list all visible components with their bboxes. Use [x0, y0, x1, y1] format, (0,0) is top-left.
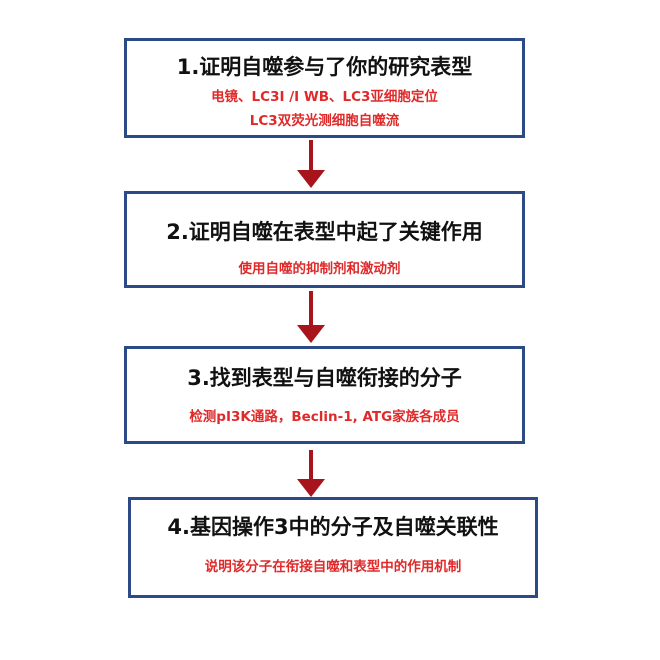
arrow-down-icon	[297, 140, 325, 188]
step-4-title: 4.基因操作3中的分子及自噬关联性	[167, 515, 499, 539]
step-1-title: 1.证明自噬参与了你的研究表型	[176, 55, 473, 79]
step-2-box: 2.证明自噬在表型中起了关键作用 使用自噬的抑制剂和激动剂	[124, 191, 525, 288]
arrow-down-icon	[297, 450, 325, 497]
arrow-down-icon	[297, 291, 325, 343]
step-1-box: 1.证明自噬参与了你的研究表型 电镜、LC3I /I WB、LC3亚细胞定位 L…	[124, 38, 525, 138]
step-3-line-1: 检测pI3K通路，Beclin-1, ATG家族各成员	[189, 409, 460, 425]
step-2-line-1: 使用自噬的抑制剂和激动剂	[238, 261, 401, 277]
step-1-line-1: 电镜、LC3I /I WB、LC3亚细胞定位	[211, 89, 438, 105]
step-4-line-1: 说明该分子在衔接自噬和表型中的作用机制	[204, 559, 462, 575]
step-4-box: 4.基因操作3中的分子及自噬关联性 说明该分子在衔接自噬和表型中的作用机制	[128, 497, 538, 598]
step-1-line-2: LC3双荧光测细胞自噬流	[249, 113, 400, 129]
step-3-title: 3.找到表型与自噬衔接的分子	[187, 366, 462, 390]
step-3-box: 3.找到表型与自噬衔接的分子 检测pI3K通路，Beclin-1, ATG家族各…	[124, 346, 525, 444]
step-2-title: 2.证明自噬在表型中起了关键作用	[166, 220, 483, 244]
